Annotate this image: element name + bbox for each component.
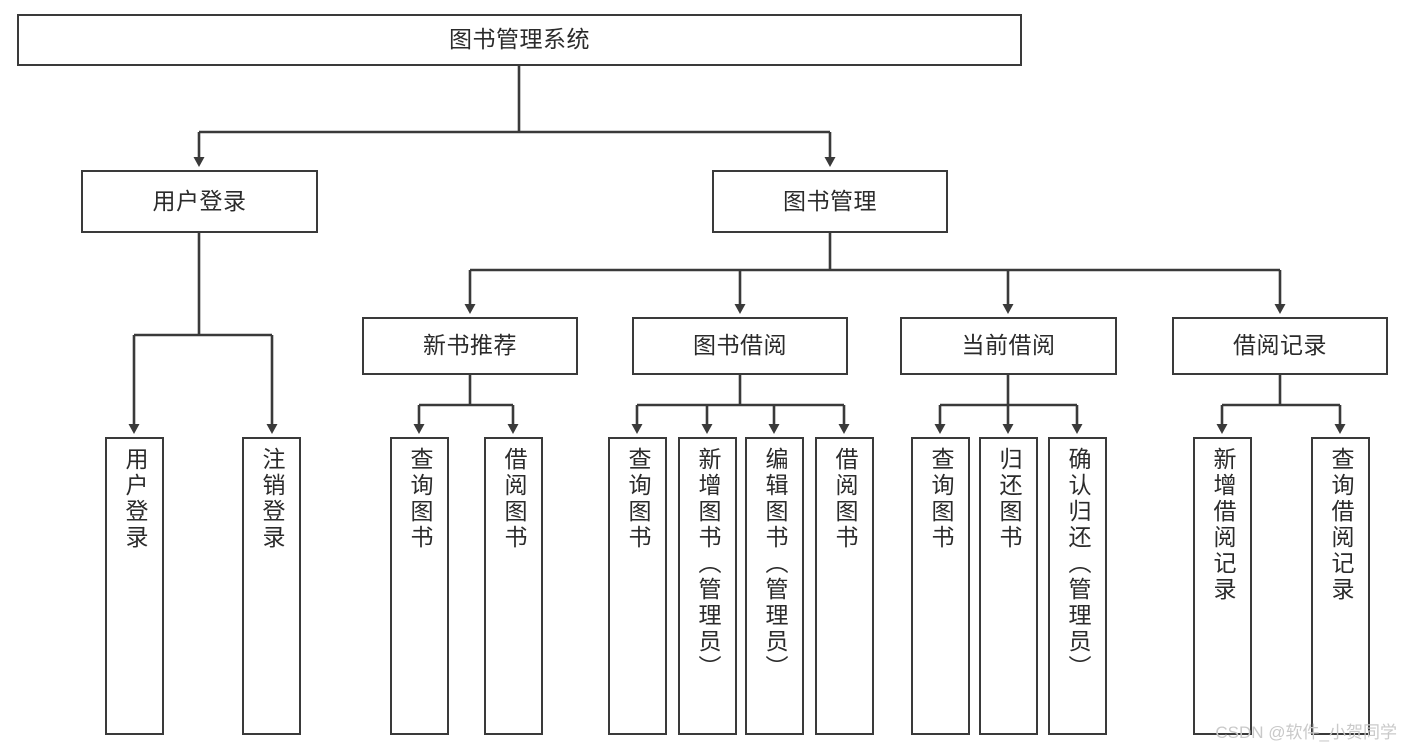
node-new-book-recommend-label: 新书推荐: [423, 332, 517, 359]
node-leaf-confirm-return-label: 确认归还（管理员）: [1065, 447, 1091, 681]
node-leaf-add-record[interactable]: 新增借阅记录: [1193, 437, 1252, 735]
node-leaf-add-book[interactable]: 新增图书（管理员）: [678, 437, 737, 735]
csdn-watermark: CSDN @软件_小贺同学: [1215, 723, 1397, 742]
node-current-borrow[interactable]: 当前借阅: [900, 317, 1117, 375]
node-leaf-query-book-3-label: 查询图书: [928, 447, 954, 551]
node-leaf-logout-login-label: 注销登录: [259, 447, 285, 551]
node-borrow-record[interactable]: 借阅记录: [1172, 317, 1388, 375]
node-leaf-borrow-book-2-label: 借阅图书: [832, 447, 858, 551]
node-leaf-borrow-book-1[interactable]: 借阅图书: [484, 437, 543, 735]
node-new-book-recommend[interactable]: 新书推荐: [362, 317, 578, 375]
node-leaf-add-book-label: 新增图书（管理员）: [695, 447, 721, 681]
node-book-management[interactable]: 图书管理: [712, 170, 948, 233]
node-leaf-return-book[interactable]: 归还图书: [979, 437, 1038, 735]
node-root-label: 图书管理系统: [449, 26, 590, 53]
node-leaf-borrow-book-1-label: 借阅图书: [501, 447, 527, 551]
node-leaf-add-record-label: 新增借阅记录: [1210, 447, 1236, 603]
node-leaf-query-book-3[interactable]: 查询图书: [911, 437, 970, 735]
node-book-borrow[interactable]: 图书借阅: [632, 317, 848, 375]
node-leaf-query-record-label: 查询借阅记录: [1328, 447, 1354, 603]
node-leaf-edit-book-label: 编辑图书（管理员）: [762, 447, 788, 681]
node-leaf-user-login[interactable]: 用户登录: [105, 437, 164, 735]
node-leaf-confirm-return[interactable]: 确认归还（管理员）: [1048, 437, 1107, 735]
node-leaf-logout-login[interactable]: 注销登录: [242, 437, 301, 735]
node-leaf-query-book-1-label: 查询图书: [407, 447, 433, 551]
node-borrow-record-label: 借阅记录: [1233, 332, 1327, 359]
node-leaf-query-book-1[interactable]: 查询图书: [390, 437, 449, 735]
node-current-borrow-label: 当前借阅: [961, 332, 1056, 359]
node-book-borrow-label: 图书借阅: [693, 332, 787, 359]
node-leaf-query-book-2-label: 查询图书: [625, 447, 651, 551]
node-user-login[interactable]: 用户登录: [81, 170, 318, 233]
node-leaf-edit-book[interactable]: 编辑图书（管理员）: [745, 437, 804, 735]
node-root[interactable]: 图书管理系统: [17, 14, 1022, 66]
node-leaf-query-record[interactable]: 查询借阅记录: [1311, 437, 1370, 735]
node-user-login-label: 用户登录: [152, 187, 247, 214]
node-leaf-borrow-book-2[interactable]: 借阅图书: [815, 437, 874, 735]
node-leaf-user-login-label: 用户登录: [122, 447, 148, 551]
node-leaf-query-book-2[interactable]: 查询图书: [608, 437, 667, 735]
node-book-management-label: 图书管理: [783, 187, 877, 214]
node-leaf-return-book-label: 归还图书: [996, 447, 1022, 551]
